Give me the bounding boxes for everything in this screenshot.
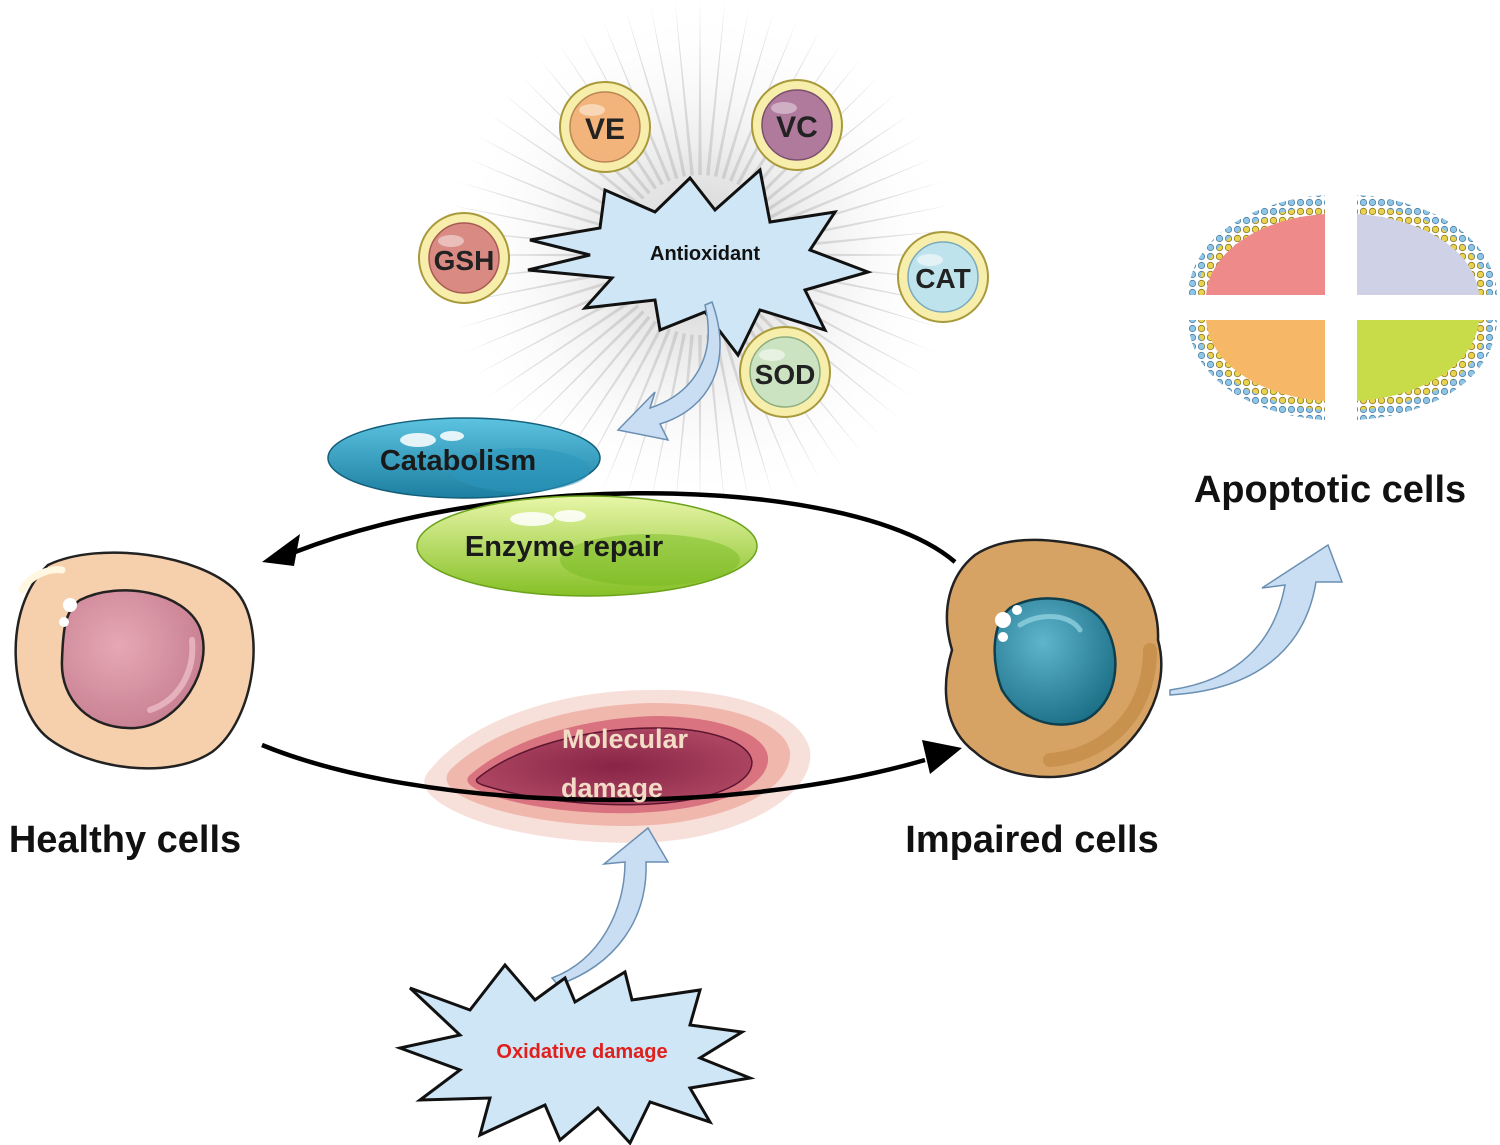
impaired-cell	[944, 538, 1163, 779]
agent-gsh-label: GSH	[434, 245, 495, 276]
antioxidant-label: Antioxidant	[650, 243, 760, 265]
antioxidant-ray	[475, 291, 631, 376]
antioxidant-ray	[713, 4, 750, 177]
antioxidant-ray	[602, 328, 671, 491]
antioxidant-ray	[765, 113, 912, 212]
healthy-cell-highlight	[63, 598, 77, 612]
antioxidant-ray	[475, 134, 631, 219]
molecular-damage-blob	[424, 689, 811, 843]
antioxidant-ray	[779, 230, 954, 249]
molecular-damage-label-line2: damage	[561, 773, 663, 803]
antioxidant-ray	[721, 11, 774, 179]
antioxidant-ray	[464, 284, 627, 353]
agent-sod: SOD	[739, 326, 831, 418]
apoptotic-cells-label: Apoptotic cells	[1194, 469, 1466, 511]
antioxidant-ray	[445, 253, 620, 257]
damage-arc-head	[922, 740, 962, 774]
apoptotic-cell-fragments	[1188, 195, 1497, 420]
damage-arc	[261, 742, 926, 803]
agent-ve: VE	[559, 81, 651, 173]
catabolism-ellipse: Catabolism	[327, 417, 601, 499]
enzyme-repair-label: Enzyme repair	[465, 531, 663, 563]
catabolism-label: Catabolism	[380, 445, 536, 477]
antioxidant-ray	[776, 276, 944, 329]
antioxidant-ray	[626, 11, 679, 179]
antioxidant-ray	[773, 284, 936, 353]
agent-vc: VC	[751, 79, 843, 171]
molecular-damage-label-line1: Molecular	[562, 724, 689, 754]
agent-cat: CAT	[897, 231, 989, 323]
repair-arc	[294, 491, 957, 564]
agent-vc-label: VC	[776, 111, 818, 144]
apoptotic-fragment-lavender	[1357, 195, 1497, 295]
antioxidant-ray	[488, 113, 635, 212]
antioxidant-ray	[698, 0, 702, 175]
antioxidant-starburst	[527, 167, 873, 358]
agent-vc-core	[761, 89, 833, 161]
repair-arc-head	[262, 534, 300, 566]
agent-sod-label: SOD	[755, 359, 816, 390]
antioxidant-ray	[558, 320, 657, 467]
antioxidant-ray	[721, 331, 774, 499]
antioxidant-ray	[773, 157, 936, 226]
antioxidant-ray	[502, 304, 640, 417]
antioxidant-ray	[650, 4, 687, 177]
oxidative-damage-starburst	[394, 962, 756, 1145]
agent-gsh-core	[428, 222, 500, 294]
antioxidant-ray	[488, 298, 635, 397]
agent-ve-core	[569, 91, 641, 163]
antioxidant-ray	[519, 310, 645, 436]
antioxidant-ray	[713, 333, 750, 506]
impaired-cells-label: Impaired cells	[905, 819, 1158, 861]
oxidative-damage-label: Oxidative damage	[496, 1041, 667, 1063]
antioxidant-ray	[706, 1, 725, 176]
agent-gsh: GSH	[418, 212, 510, 304]
apoptotic-fragment-orange	[1188, 320, 1325, 420]
antioxidant-ray	[456, 276, 624, 329]
antioxidant-ray	[449, 268, 622, 305]
agent-ve-label: VE	[585, 113, 625, 146]
antioxidant-ray	[538, 315, 651, 453]
antioxidant-ray	[675, 334, 694, 509]
enzyme-repair-ellipse: Enzyme repair	[416, 495, 758, 597]
apoptotic-fragment-green	[1357, 320, 1497, 420]
healthy-cells-label: Healthy cells	[9, 819, 241, 861]
apoptotic-fragment-red	[1188, 195, 1325, 295]
oxidative-to-molecular-arrow	[550, 826, 670, 986]
impaired-to-apoptotic-arrow	[1169, 543, 1344, 696]
antioxidant-ray	[675, 1, 694, 176]
antioxidant-ray	[464, 157, 627, 226]
agent-cat-label: CAT	[915, 263, 970, 294]
healthy-cell	[14, 551, 255, 770]
antioxidant-ray	[769, 134, 925, 219]
antioxidant-to-repair-arrow	[616, 300, 721, 442]
antioxidant-ray	[579, 324, 664, 480]
antioxidant-ray	[456, 181, 624, 234]
impaired-cell-highlight	[995, 612, 1011, 628]
